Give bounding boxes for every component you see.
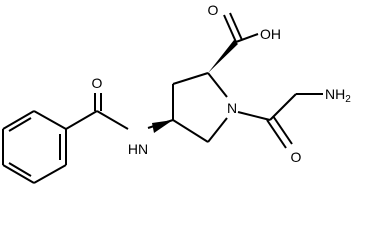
molecule-diagram: O HN N O OH O NH2 [2,2,351,184]
bond-c3-c2 [172,72,209,85]
bond-ring-3 [33,164,67,184]
bond-n1-acyl [237,111,271,121]
bond-cooh-co-1 [223,14,237,43]
wedge-c2-cooh [208,40,238,73]
benzoyl-oxygen-label: O [92,75,103,91]
bond-carbonyl-to-nh [96,110,129,130]
bond-acyl-co-2 [272,115,293,145]
bond-c2-n1 [207,72,228,98]
molecule-svg: O HN N O OH O NH2 [2,2,351,184]
bond-ring-double-2 [8,162,32,177]
amine-nh-text: NH [325,86,345,102]
bond-acyl-ch2 [269,93,297,121]
bond-ring-double-3 [8,117,32,132]
bond-acyl-co-1 [266,119,287,149]
ring-nitrogen-label: N [227,100,237,116]
bond-ring-4 [2,164,35,184]
amine-subscript: 2 [345,94,351,105]
acyl-oxygen-label: O [291,149,302,165]
bond-c5-c4 [172,119,209,143]
benzene-ring [2,110,67,184]
bond-ring-6 [2,110,35,130]
carbonyl-oxygen-top-label: O [208,2,219,18]
bond-n1-c5 [207,117,228,143]
bond-ring-1 [33,110,67,130]
amide-nh-label: HN [128,141,148,157]
carboxyl-oh-label: OH [260,26,281,42]
amine-nh2-label: NH2 [325,86,351,105]
bond-cooh-co-2 [229,12,243,41]
bond-cooh-oh [235,33,259,43]
bond-ring-to-carbonyl [65,110,98,130]
hash-wedge-nh [152,120,173,133]
